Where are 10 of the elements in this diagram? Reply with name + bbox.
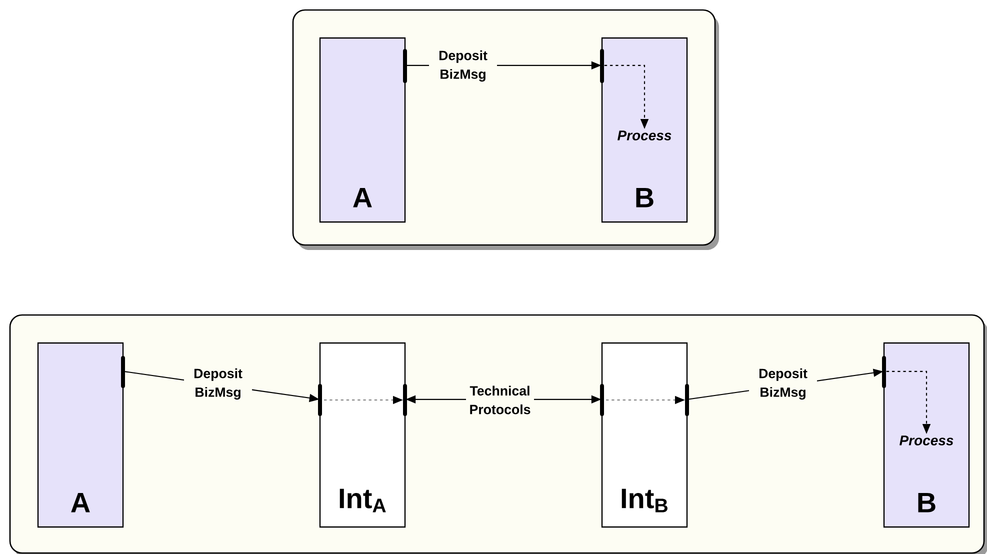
intermediary-box: Int$_{B}$: [601, 342, 688, 528]
process-label: Process: [618, 130, 672, 140]
intermediary-box: Int$_{A}$: [319, 342, 406, 528]
system-box: A: [319, 37, 406, 223]
edge-label: Deposit BizMsg: [749, 366, 817, 402]
edge-label: Technical Protocols: [466, 383, 534, 417]
process-label: Process: [900, 436, 954, 446]
system-box: A: [37, 342, 124, 528]
edge-label: Deposit BizMsg: [429, 48, 497, 84]
edge-label: Deposit BizMsg: [184, 366, 252, 402]
